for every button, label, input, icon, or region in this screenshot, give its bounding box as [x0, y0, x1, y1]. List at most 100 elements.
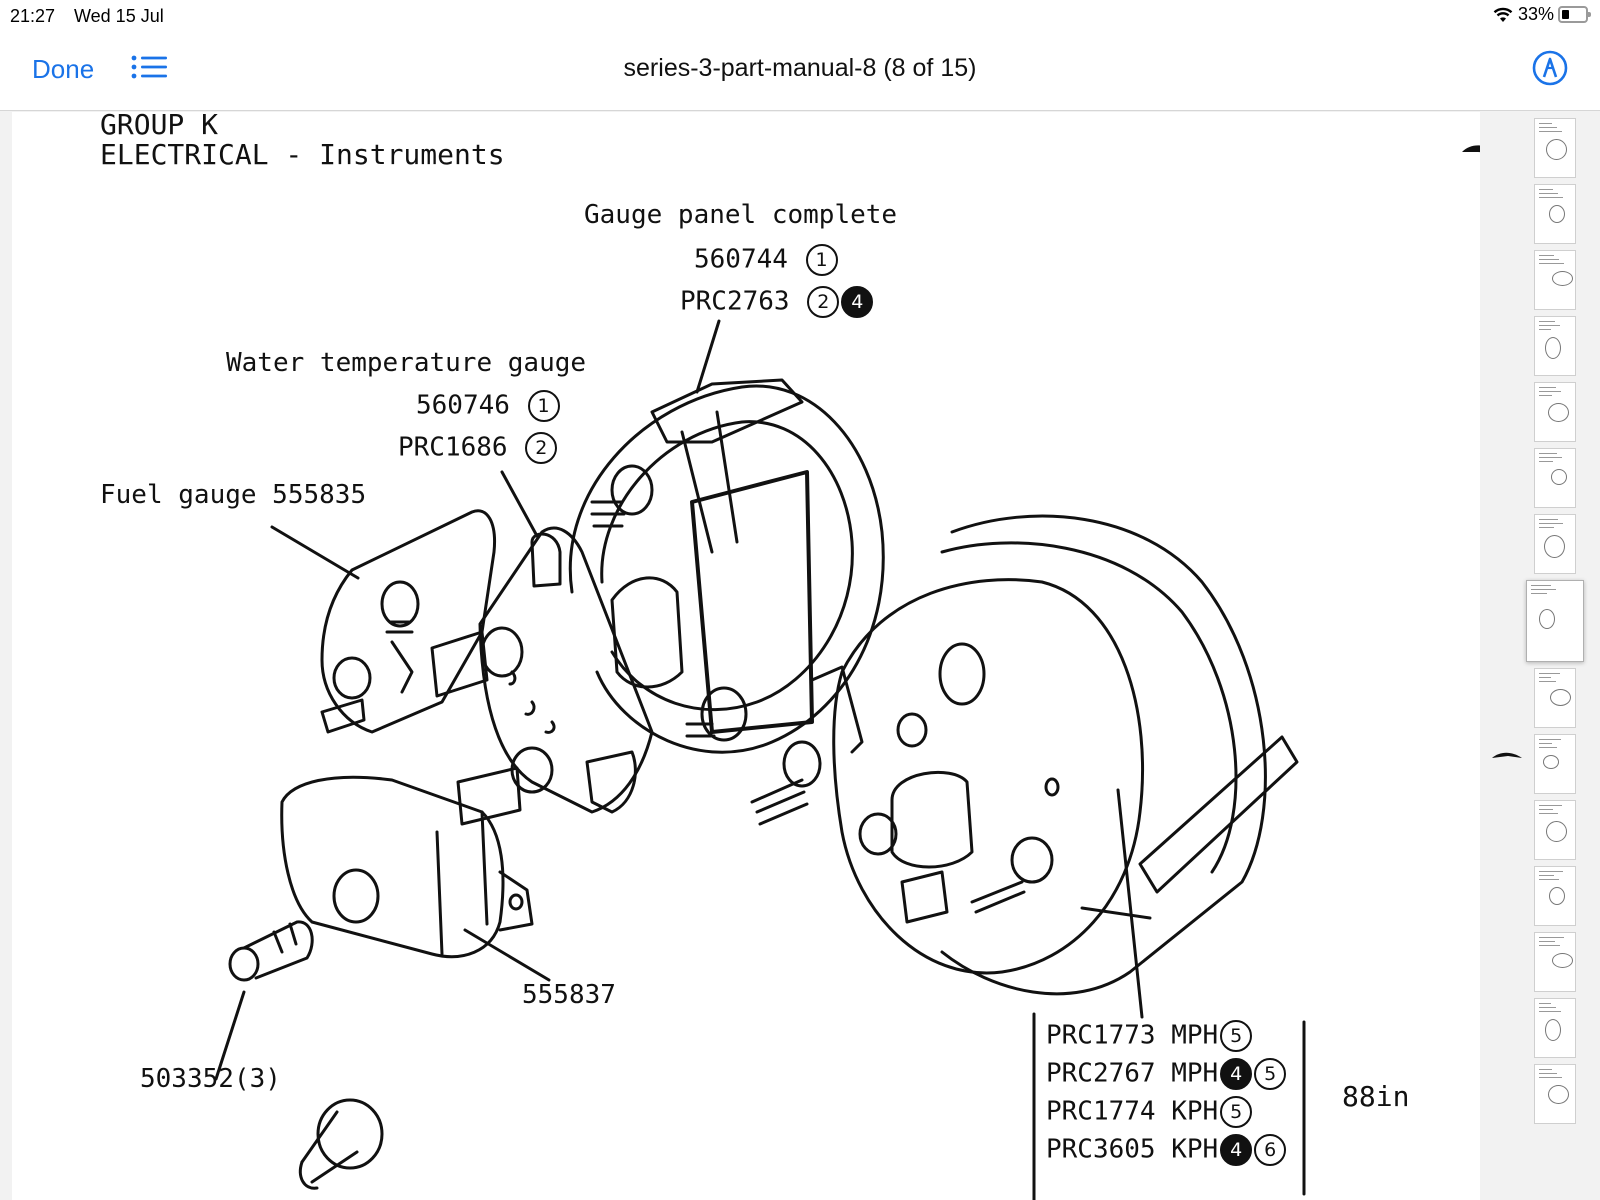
thumbnail-drawing [1548, 403, 1569, 423]
note-circle: 2 [525, 432, 558, 464]
thumbnail-drawing [1539, 609, 1555, 629]
thumbnail-line [1539, 1007, 1556, 1008]
page-thumbnail[interactable] [1534, 866, 1576, 926]
thumbnail-line [1539, 263, 1564, 264]
bulb-drawing [228, 920, 384, 1190]
done-button[interactable]: Done [32, 54, 95, 84]
thumbnail-line [1531, 589, 1556, 590]
thumbnail-drawing [1549, 205, 1565, 224]
thumbnail-drawing [1548, 1085, 1569, 1105]
status-bar: 21:27 Wed 15 Jul 33% [0, 0, 1600, 34]
part-number: 560746 [416, 390, 510, 421]
thumbnail-line [1539, 941, 1555, 942]
gauge-panel-drawing [568, 378, 885, 754]
thumbnail-line [1539, 519, 1558, 520]
thumbnail-line [1539, 453, 1557, 454]
part-number: PRC2767 [1046, 1058, 1156, 1089]
note-circle-filled: 4 [1220, 1134, 1253, 1166]
thumbnail-line [1539, 743, 1552, 744]
part-number: PRC3605 [1046, 1134, 1156, 1165]
thumbnail-drawing [1551, 469, 1567, 486]
note-circle: 5 [1220, 1020, 1253, 1052]
thumbnail-drawing [1550, 689, 1571, 707]
section-heading: ELECTRICAL - Instruments [100, 138, 505, 171]
status-date: Wed 15 Jul [74, 6, 164, 26]
water-temp-part-1: 560746 1 [416, 390, 560, 422]
water-temp-gauge-drawing [430, 526, 654, 826]
thumbnail-line [1539, 387, 1556, 388]
instruments-exploded-diagram [214, 145, 1480, 1200]
gauge-panel-label: Gauge panel complete [584, 200, 898, 230]
part-number: PRC1774 [1046, 1096, 1156, 1127]
thumbnail-line [1539, 1077, 1562, 1078]
part-555837-label: 555837 [522, 980, 616, 1010]
document-page[interactable]: GROUP K ELECTRICAL - Instruments Gauge p… [12, 108, 1480, 1200]
note-circle: 5 [1220, 1096, 1253, 1128]
scroll-position-marker [1492, 752, 1522, 758]
fuel-gauge-label: Fuel gauge 555835 [100, 480, 367, 510]
page-thumbnail[interactable] [1534, 800, 1576, 860]
thumbnail-line [1539, 193, 1558, 194]
page-thumbnail[interactable] [1534, 668, 1576, 728]
thumbnail-drawing [1546, 821, 1567, 843]
page-thumbnail[interactable] [1534, 448, 1576, 508]
thumbnail-line [1539, 673, 1560, 674]
page-thumbnail[interactable] [1534, 932, 1576, 992]
page-thumbnail[interactable] [1534, 316, 1576, 376]
thumbnail-line [1539, 123, 1552, 124]
page-thumbnail[interactable] [1534, 734, 1576, 794]
page-thumbnail-current[interactable] [1526, 580, 1584, 662]
thumbnail-line [1539, 871, 1563, 872]
part-503352-label: 503352(3) [140, 1064, 281, 1094]
thumbnail-line [1539, 809, 1553, 810]
thumbnail-line [1539, 189, 1553, 190]
page-thumbnail[interactable] [1534, 382, 1576, 442]
thumbnail-line [1539, 739, 1561, 740]
thumbnail-line [1539, 131, 1562, 132]
page-thumbnail[interactable] [1534, 184, 1576, 244]
thumbnail-line [1539, 523, 1563, 524]
fuel-gauge-drawing [320, 509, 497, 734]
thumbnail-line [1539, 127, 1557, 128]
thumbnail-line [1539, 329, 1551, 330]
battery-fill [1562, 10, 1569, 19]
unit-label: MPH [1171, 1020, 1219, 1051]
note-circle: 5 [1254, 1058, 1287, 1090]
page-thumbnail-rail[interactable] [1506, 112, 1600, 1200]
status-right: 33% [1492, 4, 1591, 25]
note-circle-filled: 4 [841, 286, 874, 318]
thumbnail-drawing [1552, 953, 1573, 969]
list-icon[interactable] [130, 52, 170, 86]
thumbnail-line [1539, 1069, 1552, 1070]
thumbnail-line [1539, 527, 1554, 528]
thumbnail-line [1539, 813, 1558, 814]
page-thumbnail[interactable] [1534, 1064, 1576, 1124]
thumbnail-line [1539, 677, 1551, 678]
page-thumbnail[interactable] [1534, 118, 1576, 178]
thumbnail-line [1531, 585, 1551, 586]
note-circle: 1 [527, 390, 560, 422]
thumbnail-line [1539, 681, 1556, 682]
thumbnail-line [1539, 457, 1562, 458]
thumbnail-line [1539, 255, 1554, 256]
note-circle: 6 [1254, 1134, 1287, 1166]
battery-percent: 33% [1517, 4, 1554, 24]
thumbnail-drawing [1552, 271, 1573, 287]
wifi-icon [1493, 7, 1513, 22]
part-number: 560744 [694, 244, 788, 275]
thumbnail-line [1539, 945, 1560, 946]
unit-label: KPH [1171, 1096, 1219, 1127]
page-thumbnail[interactable] [1534, 250, 1576, 310]
page-thumbnail[interactable] [1534, 514, 1576, 574]
part-number: PRC1773 [1046, 1020, 1156, 1051]
thumbnail-line [1539, 1011, 1561, 1012]
thumbnail-line [1539, 875, 1554, 876]
thumbnail-drawing [1545, 337, 1561, 360]
speedometer-drawing [750, 514, 1299, 996]
markup-pen-icon[interactable] [1530, 48, 1570, 88]
page-thumbnail[interactable] [1534, 998, 1576, 1058]
part-number: PRC2763 [680, 286, 790, 317]
